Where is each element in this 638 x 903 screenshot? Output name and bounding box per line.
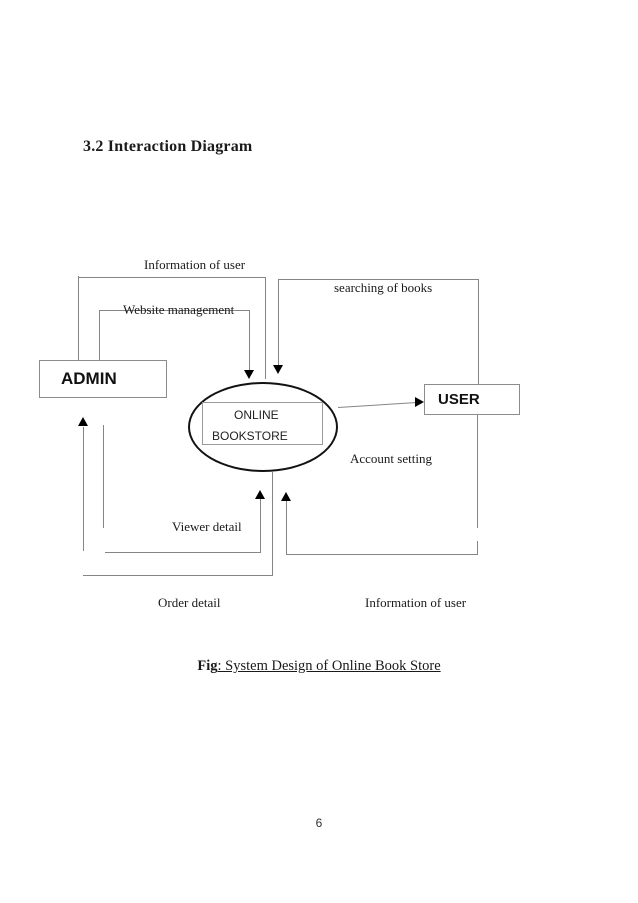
- order-detail-line-left: [83, 427, 84, 551]
- system-label-line2: BOOKSTORE: [212, 429, 288, 443]
- label-viewer-detail: Viewer detail: [172, 519, 242, 534]
- arrow-up-admin: [78, 417, 88, 426]
- website-mgmt-line-horizontal: [99, 310, 249, 311]
- admin-node-label: ADMIN: [61, 369, 117, 388]
- info-user-top-line-left: [78, 276, 79, 380]
- arrow-down-searching-books: [273, 365, 283, 374]
- order-detail-line-right: [272, 472, 273, 576]
- figure-caption: Fig: System Design of Online Book Store: [0, 658, 638, 675]
- label-information-of-user-top: Information of user: [144, 257, 246, 272]
- arrow-up-viewer-detail: [255, 490, 265, 499]
- info-user-top-line-right: [265, 277, 266, 379]
- info-user-bottom-line-right-upper: [477, 415, 478, 528]
- website-mgmt-line-left: [99, 310, 100, 377]
- viewer-detail-line-left: [103, 425, 104, 528]
- website-mgmt-line-right: [249, 310, 250, 371]
- info-user-bottom-line-left: [286, 501, 287, 555]
- user-node: USER: [424, 384, 520, 415]
- figure-caption-prefix: Fig: [197, 658, 218, 674]
- figure-caption-text: : System Design of Online Book Store: [217, 658, 441, 674]
- viewer-detail-line-horizontal: [105, 552, 261, 553]
- searching-books-line-right: [478, 279, 479, 384]
- label-order-detail: Order detail: [158, 595, 221, 610]
- user-node-label: USER: [438, 391, 480, 408]
- info-user-bottom-line-right-hook: [477, 541, 478, 555]
- label-information-of-user-bottom: Information of user: [365, 595, 467, 610]
- searching-books-line-left: [278, 279, 279, 366]
- ellipse-to-user-line: [337, 402, 417, 408]
- arrow-down-website-mgmt: [244, 370, 254, 379]
- arrow-up-info-user-bottom: [281, 492, 291, 501]
- system-label-line1: ONLINE: [234, 408, 279, 422]
- order-detail-line-horizontal: [83, 575, 273, 576]
- label-account-setting: Account setting: [350, 451, 432, 466]
- system-label-box: ONLINE BOOKSTORE: [202, 402, 323, 445]
- searching-books-line-horizontal: [278, 279, 478, 280]
- arrow-right-user: [415, 397, 424, 407]
- info-user-top-line-horizontal: [78, 277, 265, 278]
- admin-node: ADMIN: [39, 360, 167, 398]
- viewer-detail-line-right: [260, 498, 261, 553]
- page-number: 6: [315, 816, 323, 830]
- label-searching-of-books: searching of books: [334, 280, 433, 295]
- info-user-bottom-line-horizontal: [286, 554, 478, 555]
- section-heading: 3.2 Interaction Diagram: [83, 138, 253, 155]
- label-website-management: Website management: [123, 302, 235, 317]
